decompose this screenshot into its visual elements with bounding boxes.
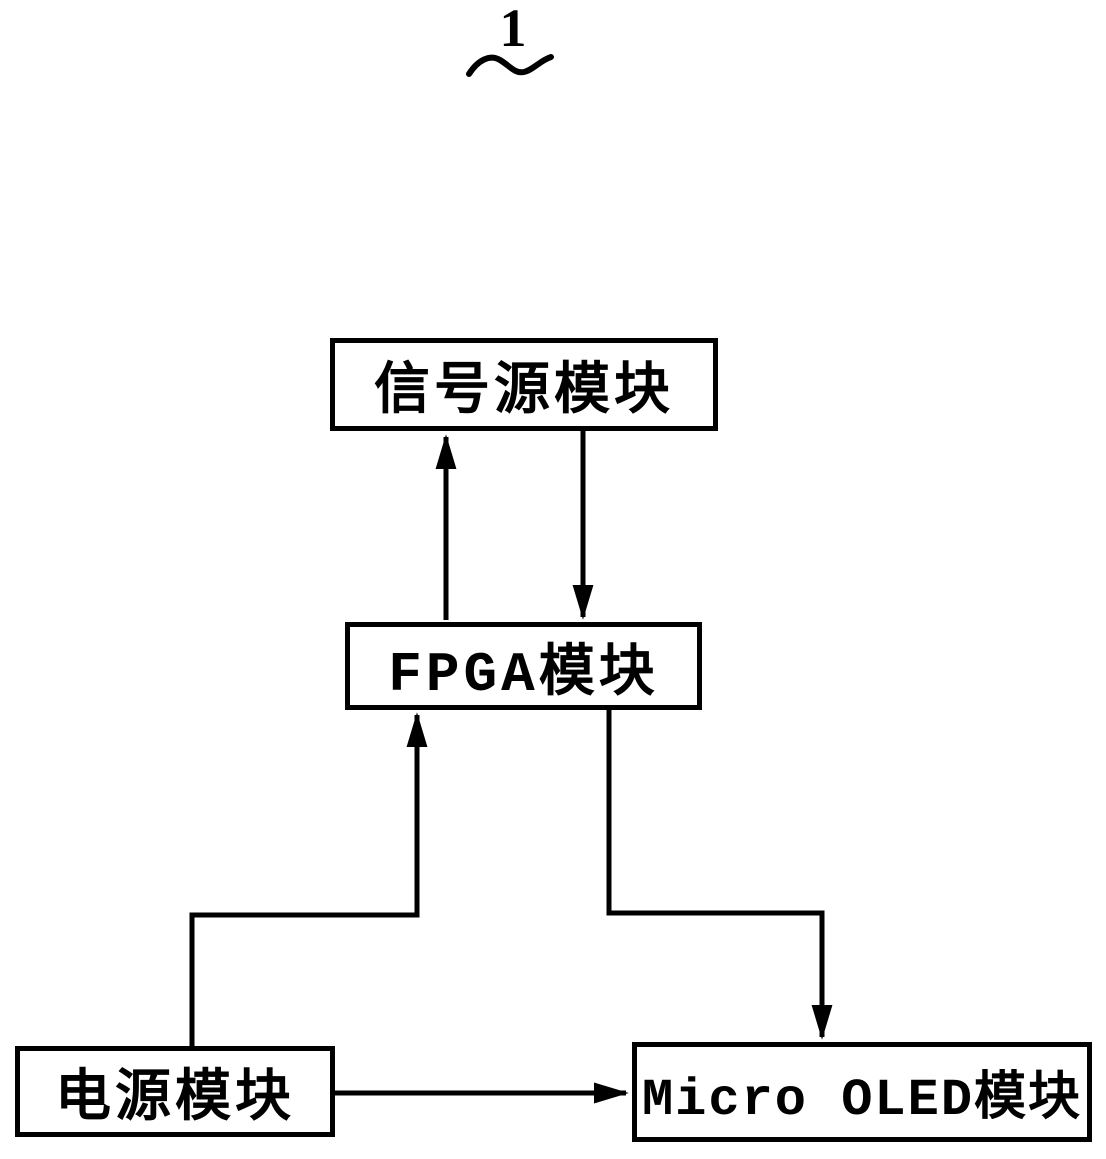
node-micro-oled: Micro OLED模块 bbox=[632, 1042, 1092, 1142]
node-fpga: FPGA模块 bbox=[345, 622, 702, 710]
node-signal-source: 信号源模块 bbox=[330, 338, 718, 431]
node-signal-source-label: 信号源模块 bbox=[374, 361, 674, 425]
figure-number-label: 1 bbox=[499, 0, 527, 58]
node-power-label: 电源模块 bbox=[55, 1068, 295, 1132]
figure-label-underline bbox=[466, 54, 554, 77]
node-micro-oled-label: Micro OLED模块 bbox=[641, 1071, 1083, 1130]
node-fpga-label: FPGA模块 bbox=[388, 642, 659, 707]
connector-fpga-to-micro-oled bbox=[606, 710, 833, 1040]
connector-power-to-fpga bbox=[189, 712, 428, 1046]
node-power: 电源模块 bbox=[15, 1046, 335, 1137]
